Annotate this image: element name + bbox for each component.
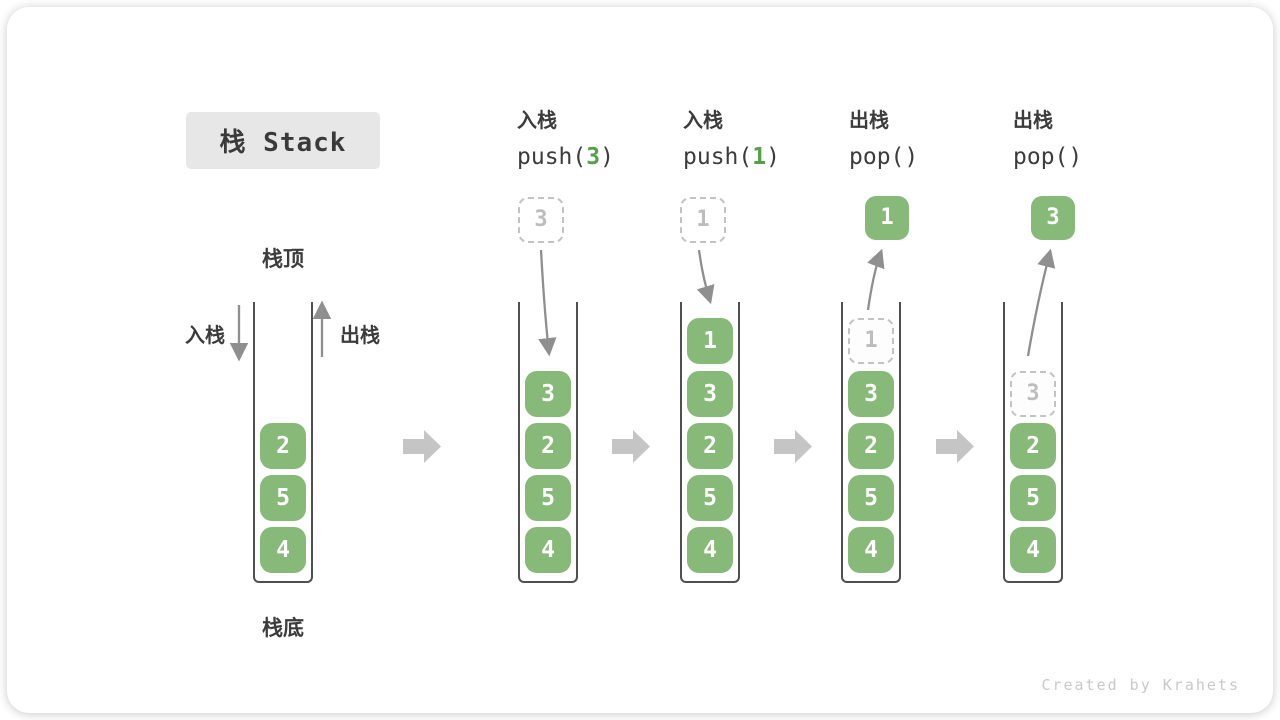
code-arg: 1 [752, 144, 767, 170]
pushed-value-box: 3 [518, 197, 564, 243]
stack-cell: 2 [848, 423, 894, 469]
code-pre: push( [517, 144, 587, 170]
stack-cell: 2 [1010, 423, 1056, 469]
stack-step-push-1: 1 3 2 5 4 [680, 302, 740, 583]
op-zh-label: 出栈 [1013, 110, 1053, 132]
op-code-label: push(3) [517, 144, 677, 170]
push-direction-label: 入栈 [185, 325, 225, 347]
stack-cell: 5 [260, 475, 306, 521]
pop-direction-label: 出栈 [340, 325, 380, 347]
op-zh-label: 出栈 [849, 110, 889, 132]
stack-bottom-label: 栈底 [262, 617, 304, 640]
op-header-push-3: 入栈 push(3) [517, 104, 677, 170]
stack-cell: 3 [848, 371, 894, 417]
stack-cell: 3 [687, 371, 733, 417]
op-zh-label: 入栈 [683, 110, 723, 132]
stack-cell: 4 [848, 527, 894, 573]
stack-step-push-3: 3 2 5 4 [518, 302, 578, 583]
stack-cell: 5 [687, 475, 733, 521]
stack-cell: 2 [525, 423, 571, 469]
popped-value-box: 3 [1031, 196, 1075, 240]
code-post: ) [904, 144, 919, 170]
stack-cell: 2 [687, 423, 733, 469]
stack-cell: 5 [525, 475, 571, 521]
op-code-label: pop() [849, 144, 1009, 170]
op-header-pop-1: 出栈 pop() [849, 104, 1009, 170]
code-arg: 3 [586, 144, 601, 170]
diagram-title: 栈 Stack [186, 112, 380, 169]
stack-cell: 2 [260, 423, 306, 469]
stack-cell: 5 [1010, 475, 1056, 521]
op-code-label: push(1) [683, 144, 843, 170]
watermark: Created by Krahets [1041, 676, 1240, 694]
code-post: ) [766, 144, 780, 170]
ghost-cell: 3 [1010, 371, 1056, 417]
popped-value-box: 1 [865, 196, 909, 240]
stack-step-initial: 2 5 4 [253, 302, 313, 583]
stack-cell: 4 [1010, 527, 1056, 573]
code-pre: pop( [1013, 144, 1069, 170]
op-header-pop-3: 出栈 pop() [1013, 104, 1173, 170]
ghost-cell: 1 [848, 318, 894, 364]
op-header-push-1: 入栈 push(1) [683, 104, 843, 170]
code-post: ) [600, 144, 614, 170]
stack-cell: 4 [525, 527, 571, 573]
code-pre: push( [683, 144, 753, 170]
stack-cell: 1 [687, 318, 733, 364]
stack-cell: 4 [687, 527, 733, 573]
op-zh-label: 入栈 [517, 110, 557, 132]
pushed-value-box: 1 [680, 197, 726, 243]
stack-cell: 4 [260, 527, 306, 573]
stack-top-label: 栈顶 [262, 248, 304, 271]
op-code-label: pop() [1013, 144, 1173, 170]
code-post: ) [1068, 144, 1083, 170]
stack-step-pop-1: 1 3 2 5 4 [841, 302, 901, 583]
stack-cell: 5 [848, 475, 894, 521]
stack-step-pop-3: 3 2 5 4 [1003, 302, 1063, 583]
stack-cell: 3 [525, 371, 571, 417]
code-pre: pop( [849, 144, 905, 170]
diagram-title-text: 栈 Stack [219, 128, 347, 158]
